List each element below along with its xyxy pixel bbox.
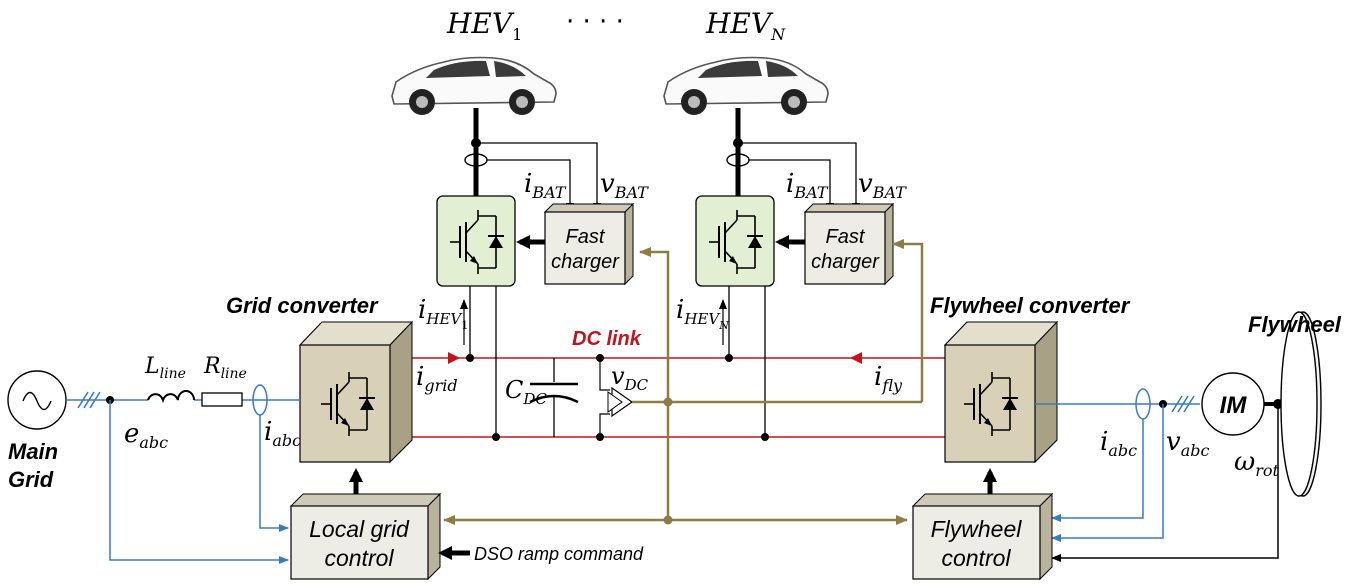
svg-text:Fast: Fast xyxy=(826,226,866,248)
ibat2-label: iBAT xyxy=(786,169,829,202)
communication-lines xyxy=(443,239,924,525)
svg-text:IM: IM xyxy=(1220,392,1248,419)
flywheel-converter xyxy=(943,320,1059,464)
flywheel-label: Flywheel xyxy=(1248,312,1342,337)
dc-capacitor xyxy=(529,358,579,437)
main-grid-label-2: Grid xyxy=(8,467,54,492)
dc-link-label: DC link xyxy=(572,328,642,350)
line-inductor-icon xyxy=(147,390,195,404)
ibat1-label: iBAT xyxy=(524,169,567,202)
rline-label: Rline xyxy=(203,354,247,382)
ihev1-label: iHEV1 xyxy=(418,295,468,332)
ihevn-label: iHEVN xyxy=(676,295,729,332)
main-grid-label: Main xyxy=(8,439,58,464)
induction-machine-icon: IM xyxy=(1201,372,1265,436)
hev1-car-icon xyxy=(391,56,557,116)
ellipsis: · · · · xyxy=(566,7,624,37)
hevn-car-icon xyxy=(663,56,829,116)
svg-text:Fast: Fast xyxy=(566,226,606,248)
hev1-label: HEV1 xyxy=(446,7,522,44)
omega-label: ωrot xyxy=(1234,447,1279,480)
svg-text:charger: charger xyxy=(551,251,620,273)
flywheel-disk-icon xyxy=(1280,311,1322,497)
svg-text:Local grid: Local grid xyxy=(309,516,410,542)
line-resistor-icon xyxy=(201,392,243,407)
fast-charger-1: Fast charger xyxy=(543,202,635,286)
flywheel-control: Flywheel control xyxy=(911,492,1054,581)
cdc-label: CDC xyxy=(505,376,547,408)
hevn-label: HEVN xyxy=(705,7,786,44)
igrid-label: igrid xyxy=(416,362,458,395)
vabc-label: vabc xyxy=(1166,427,1209,460)
ac-source-icon xyxy=(7,370,67,430)
grid-converter-label: Grid converter xyxy=(226,293,379,318)
lline-label: Lline xyxy=(144,354,186,382)
iabc-grid-label: iabc xyxy=(264,417,301,450)
dso-command-label: DSO ramp command xyxy=(474,544,644,564)
fast-charger-2: Fast charger xyxy=(803,202,895,286)
hev1-converter xyxy=(436,195,516,287)
vbat2-label: vBAT xyxy=(858,169,907,202)
vbat1-label: vBAT xyxy=(600,169,649,202)
eabc-label: eabc xyxy=(124,419,168,452)
local-grid-control: Local grid control xyxy=(289,492,442,581)
svg-text:charger: charger xyxy=(811,251,880,273)
vdc-label: vDC xyxy=(611,362,649,394)
svg-text:Flywheel: Flywheel xyxy=(931,516,1023,542)
ifly-label: ifly xyxy=(874,362,903,395)
svg-text:control: control xyxy=(324,545,394,571)
iabc-fly-label: iabc xyxy=(1100,427,1137,460)
svg-text:control: control xyxy=(941,545,1011,571)
flywheel-converter-label: Flywheel converter xyxy=(930,293,1131,318)
grid-converter xyxy=(298,320,414,464)
hevn-converter xyxy=(695,195,775,287)
